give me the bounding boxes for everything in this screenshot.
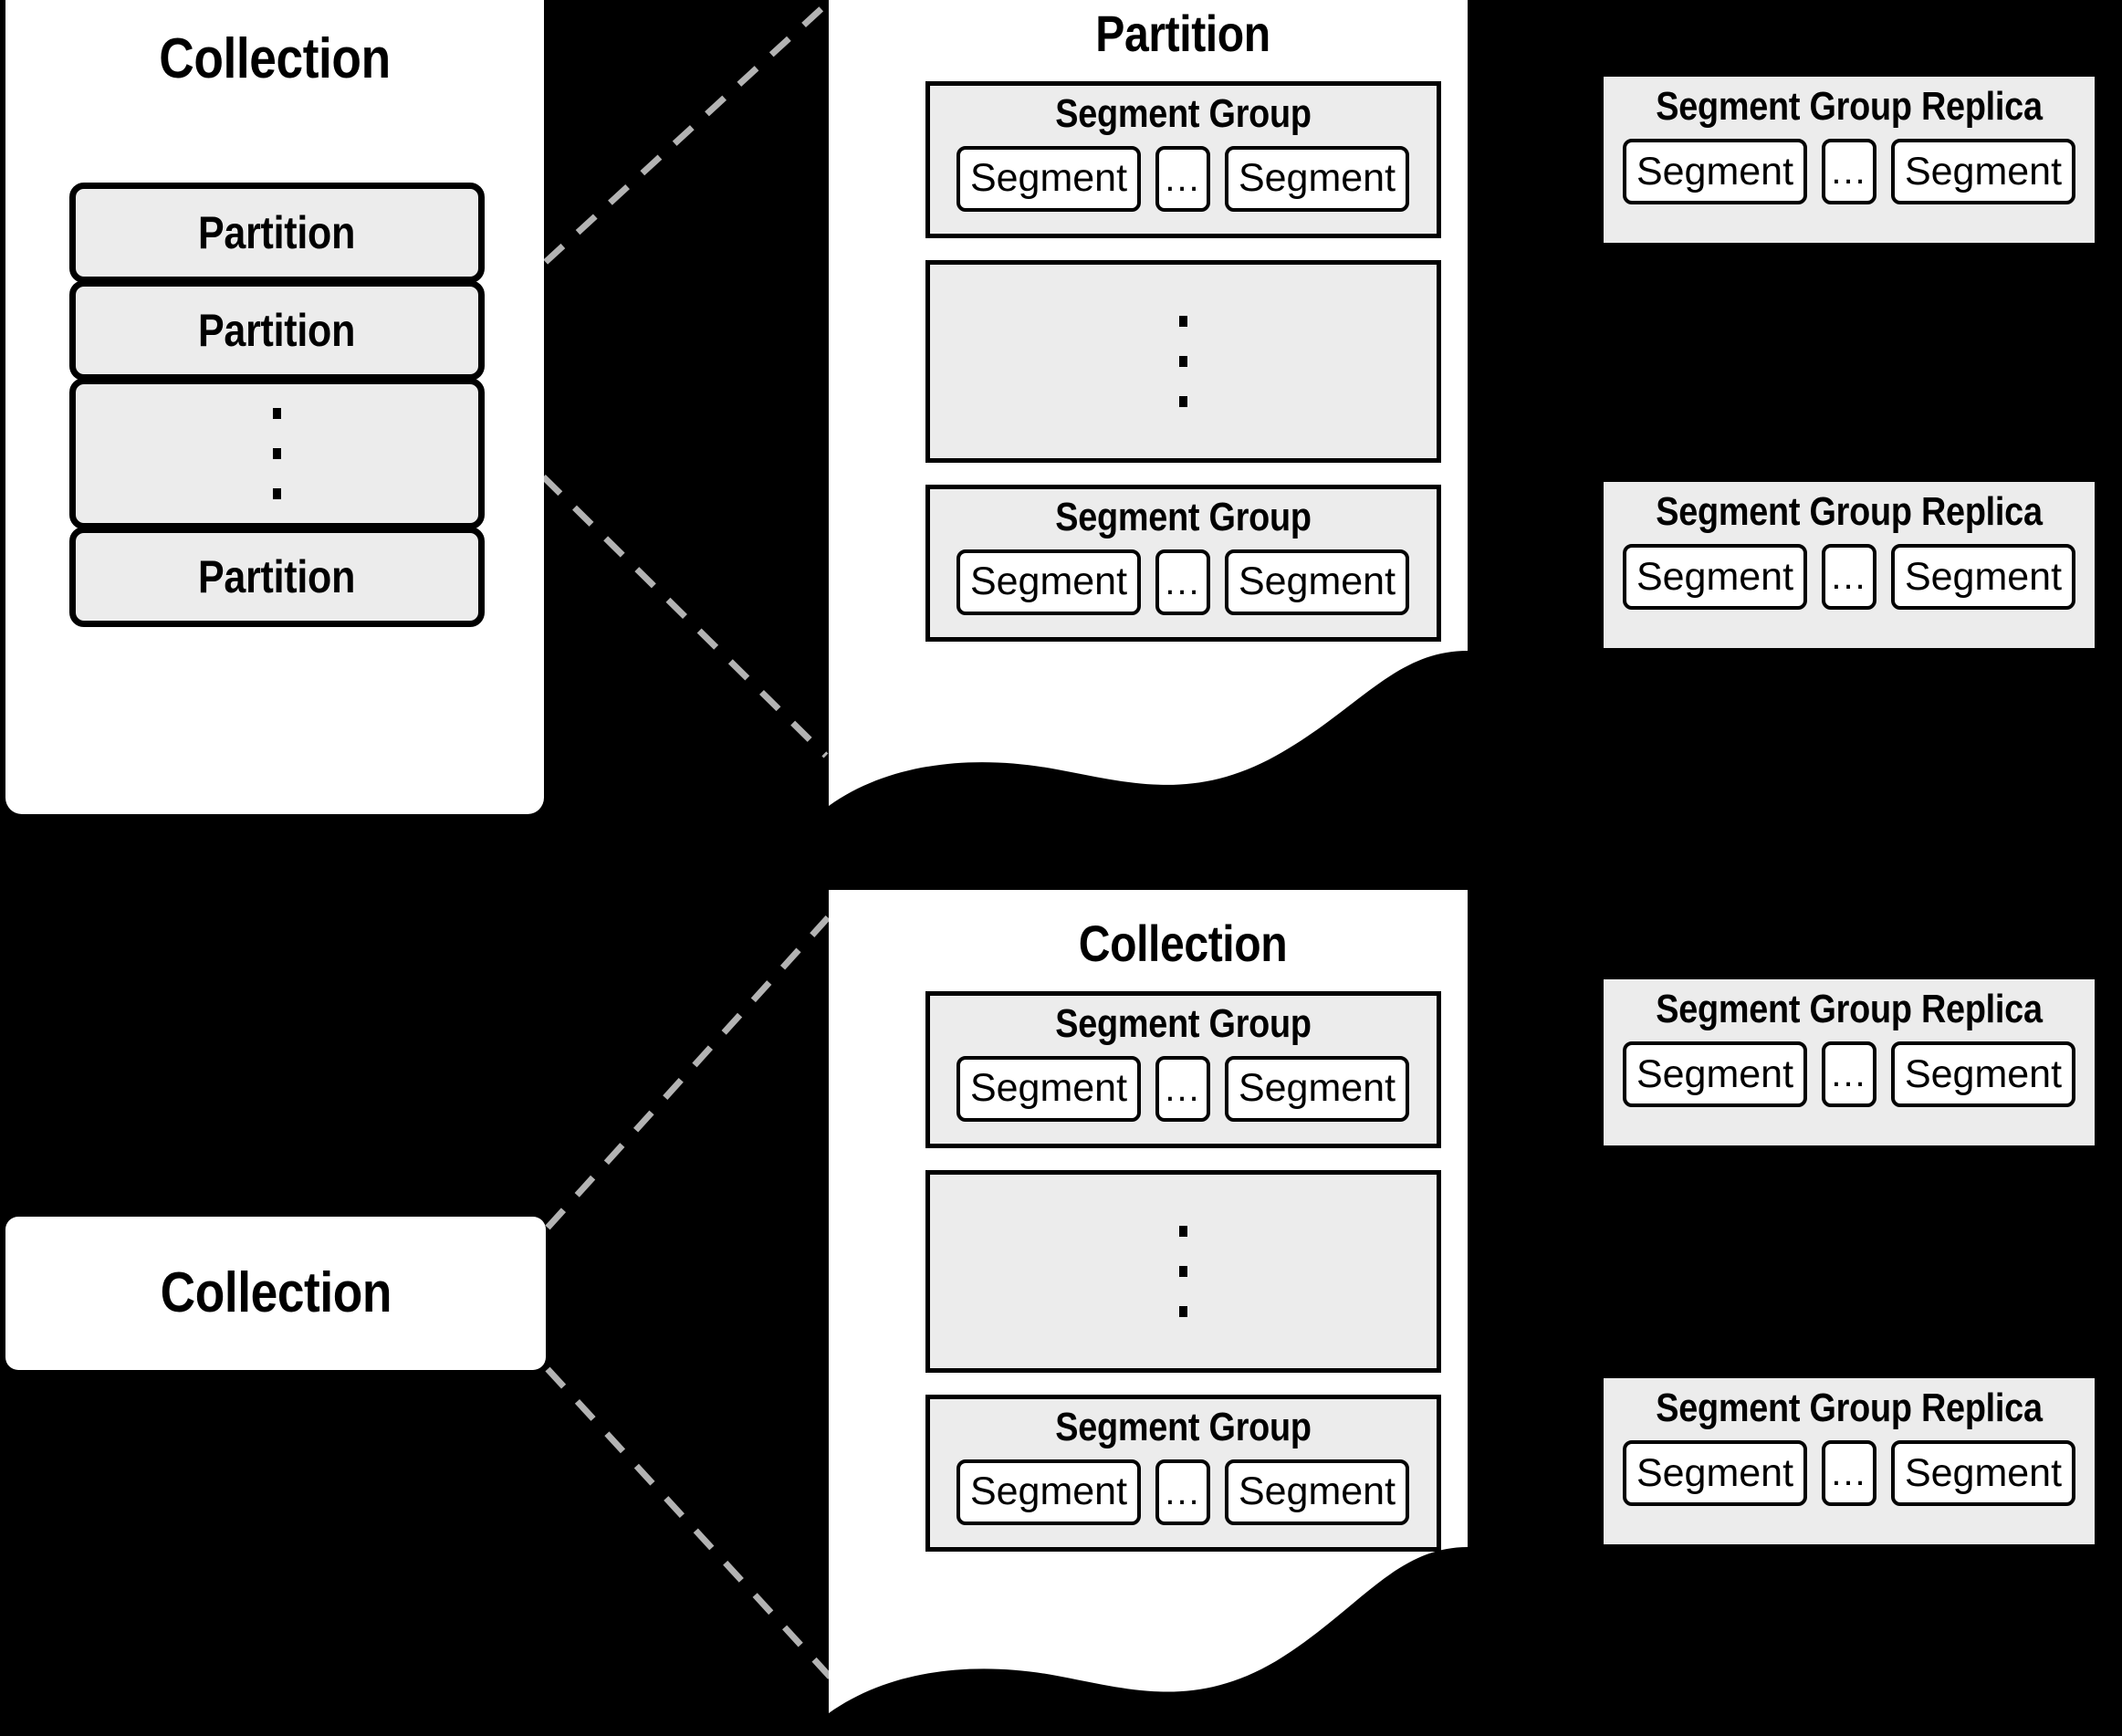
segment-row: Segment ... Segment — [1604, 1431, 2095, 1519]
segment-row: Segment ... Segment — [930, 137, 1437, 225]
segment-box[interactable]: Segment — [1225, 1459, 1409, 1525]
segment-box[interactable]: Segment — [1225, 549, 1409, 615]
segment-ellipsis: ... — [1822, 139, 1876, 204]
segment-box[interactable]: Segment — [1891, 139, 2075, 204]
segment-group-title: Segment Group — [1054, 494, 1312, 539]
collection-detail-title: Collection — [1078, 915, 1288, 972]
segment-group-ellipsis-block — [925, 1169, 1441, 1373]
segment-box[interactable]: Segment — [1623, 1440, 1807, 1506]
segment-row: Segment ... Segment — [1604, 130, 2095, 217]
segment-box[interactable]: Segment — [1225, 1055, 1409, 1122]
segment-group-ellipsis-block — [925, 259, 1441, 463]
partition-item-label: Partition — [198, 305, 356, 356]
segment-box[interactable]: Segment — [1623, 544, 1807, 610]
connector-bottom-upper — [545, 910, 835, 1230]
bottom-collection-box[interactable]: Collection — [5, 1217, 546, 1370]
segment-group-title: Segment Group — [1054, 1000, 1312, 1046]
segment-row: Segment ... Segment — [930, 1047, 1437, 1135]
segment-box[interactable]: Segment — [1891, 544, 2075, 610]
segment-ellipsis: ... — [1822, 1041, 1876, 1107]
segment-group-1[interactable]: Segment Group Segment ... Segment — [925, 80, 1441, 238]
vertical-ellipsis-icon — [273, 408, 281, 499]
partition-item-label: Partition — [198, 207, 356, 258]
collection-detail-card: Collection Segment Group Segment ... Seg… — [829, 890, 1468, 1734]
segment-row: Segment ... Segment — [930, 540, 1437, 628]
segment-ellipsis: ... — [1155, 1055, 1210, 1122]
top-collection-panel: Collection Partition Partition Partition — [5, 0, 544, 814]
partition-stack: Partition Partition Partition — [69, 183, 485, 627]
segment-row: Segment ... Segment — [930, 1450, 1437, 1538]
segment-box[interactable]: Segment — [956, 549, 1141, 615]
segment-group-title: Segment Group — [1054, 90, 1312, 136]
segment-group-replica-3[interactable]: Segment Group Replica Segment ... Segmen… — [1604, 979, 2095, 1145]
connector-bottom-lower — [545, 1366, 835, 1682]
segment-box[interactable]: Segment — [956, 1055, 1141, 1122]
collection-detail-body: Collection Segment Group Segment ... Seg… — [829, 890, 1537, 1552]
segment-group-4[interactable]: Segment Group Segment ... Segment — [925, 1394, 1441, 1552]
partition-detail-body: Partition Segment Group Segment ... Segm… — [829, 0, 1537, 642]
partition-item-ellipsis — [69, 378, 485, 529]
segment-box[interactable]: Segment — [956, 145, 1141, 212]
partition-detail-title: Partition — [1095, 5, 1270, 62]
partition-item-1[interactable]: Partition — [69, 183, 485, 283]
bottom-collection-title: Collection — [160, 1261, 392, 1325]
segment-box[interactable]: Segment — [1225, 145, 1409, 212]
segment-ellipsis: ... — [1155, 1459, 1210, 1525]
segment-ellipsis: ... — [1155, 549, 1210, 615]
segment-group-replica-title: Segment Group Replica — [1656, 987, 2043, 1031]
partition-item-3[interactable]: Partition — [69, 527, 485, 627]
partition-item-label: Partition — [198, 551, 356, 602]
vertical-ellipsis-icon — [1178, 1225, 1187, 1317]
top-collection-title: Collection — [159, 27, 391, 90]
segment-group-replica-title: Segment Group Replica — [1656, 489, 2043, 534]
partition-item-2[interactable]: Partition — [69, 280, 485, 381]
vertical-ellipsis-icon — [1178, 315, 1187, 407]
segment-group-title: Segment Group — [1054, 1404, 1312, 1449]
segment-group-2[interactable]: Segment Group Segment ... Segment — [925, 484, 1441, 642]
segment-box[interactable]: Segment — [956, 1459, 1141, 1525]
segment-box[interactable]: Segment — [1623, 1041, 1807, 1107]
segment-ellipsis: ... — [1822, 544, 1876, 610]
segment-group-replica-2[interactable]: Segment Group Replica Segment ... Segmen… — [1604, 482, 2095, 648]
partition-detail-card: Partition Segment Group Segment ... Segm… — [829, 0, 1468, 829]
segment-group-replica-title: Segment Group Replica — [1656, 84, 2043, 129]
segment-box[interactable]: Segment — [1891, 1041, 2075, 1107]
segment-row: Segment ... Segment — [1604, 535, 2095, 622]
segment-box[interactable]: Segment — [1891, 1440, 2075, 1506]
segment-ellipsis: ... — [1155, 145, 1210, 212]
segment-group-replica-1[interactable]: Segment Group Replica Segment ... Segmen… — [1604, 77, 2095, 243]
segment-ellipsis: ... — [1822, 1440, 1876, 1506]
segment-group-replica-4[interactable]: Segment Group Replica Segment ... Segmen… — [1604, 1378, 2095, 1544]
segment-box[interactable]: Segment — [1623, 139, 1807, 204]
segment-group-replica-title: Segment Group Replica — [1656, 1386, 2043, 1430]
segment-group-3[interactable]: Segment Group Segment ... Segment — [925, 990, 1441, 1148]
segment-row: Segment ... Segment — [1604, 1032, 2095, 1120]
